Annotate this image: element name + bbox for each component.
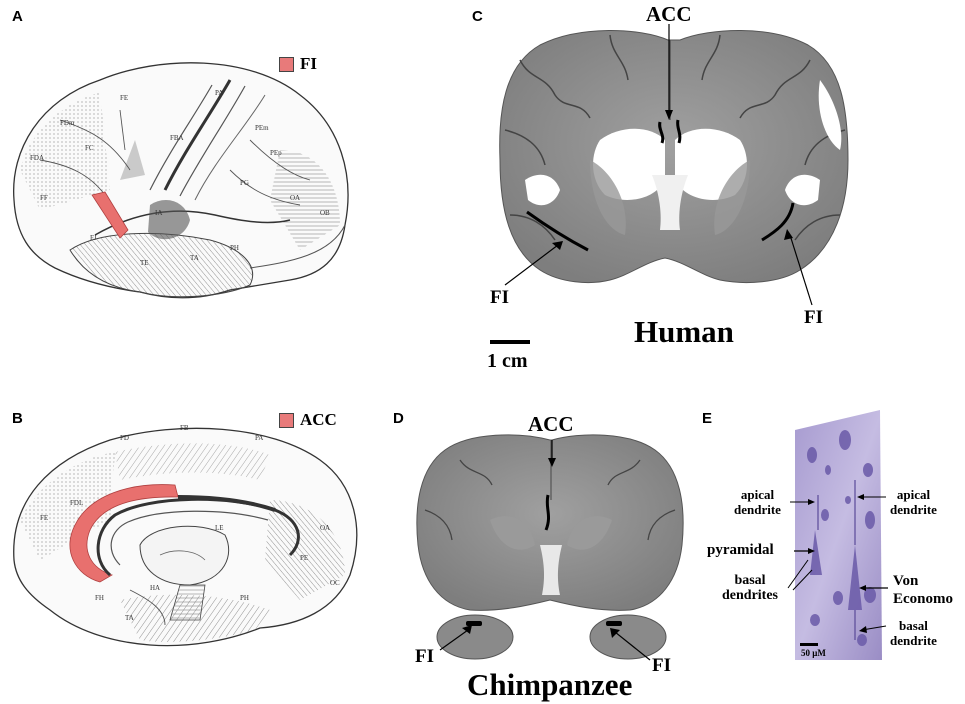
basal-dendrite-right-label: basal dendrite xyxy=(890,618,937,648)
svg-text:PG: PG xyxy=(240,179,249,187)
svg-text:LE: LE xyxy=(215,524,224,532)
panel-b-medial-brain-map: FD FB PA FE FDL LE HA PE PH OA OC FH TA xyxy=(13,424,358,647)
human-fi-right-label: FI xyxy=(804,307,823,328)
svg-text:PA: PA xyxy=(255,434,263,442)
acc-mark-chimp xyxy=(544,494,550,531)
pyramidal-label: pyramidal xyxy=(707,542,774,558)
human-acc-label: ACC xyxy=(646,2,692,26)
svg-text:FE: FE xyxy=(40,514,48,522)
chimp-fi-left-label: FI xyxy=(415,646,434,667)
basal-dendrites-label: basal dendrites xyxy=(722,573,778,603)
svg-text:FJ: FJ xyxy=(90,234,97,242)
panel-c-human-coronal-section xyxy=(490,24,849,344)
acc-mark-left-human xyxy=(658,121,665,144)
svg-text:TE: TE xyxy=(140,259,149,267)
legend-fi: FI xyxy=(279,54,317,74)
chimp-acc-label: ACC xyxy=(528,412,574,436)
svg-text:HA: HA xyxy=(150,584,160,592)
chimp-fi-right-label: FI xyxy=(652,655,671,676)
svg-text:TA: TA xyxy=(190,254,199,262)
svg-text:FDm: FDm xyxy=(60,119,75,127)
apical-dendrite-left-label: apical dendrite xyxy=(734,487,781,517)
svg-text:PEm: PEm xyxy=(255,124,269,132)
fi-mark-right-human xyxy=(761,202,795,242)
human-scale-label: 1 cm xyxy=(487,350,528,372)
svg-text:FC: FC xyxy=(85,144,94,152)
von-economo-label: Von Economo xyxy=(893,573,953,607)
panel-letter-a: A xyxy=(12,8,23,25)
svg-text:OA: OA xyxy=(290,194,300,202)
human-fi-left-label: FI xyxy=(490,287,509,308)
scale-bar-1cm xyxy=(490,340,530,344)
panel-letter-e: E xyxy=(702,410,713,427)
human-species-label: Human xyxy=(634,314,734,349)
acc-mark-right-human xyxy=(676,119,682,144)
svg-text:FE: FE xyxy=(120,94,128,102)
panel-e-nissl-neurons xyxy=(787,410,888,660)
panel-letter-c: C xyxy=(472,8,483,25)
legend-fi-swatch xyxy=(279,56,294,72)
legend-acc: ACC xyxy=(279,410,337,430)
apical-dendrite-right-label: apical dendrite xyxy=(890,487,937,517)
legend-acc-label: ACC xyxy=(300,410,337,429)
scale-bar-50um xyxy=(800,643,818,646)
svg-text:PE: PE xyxy=(300,554,308,562)
svg-text:OA: OA xyxy=(320,524,330,532)
svg-text:FD: FD xyxy=(120,434,129,442)
svg-text:IA: IA xyxy=(155,209,162,217)
svg-text:FH: FH xyxy=(95,594,104,602)
chimp-species-label: Chimpanzee xyxy=(467,667,633,702)
svg-text:OB: OB xyxy=(320,209,330,217)
svg-text:FBA: FBA xyxy=(170,134,184,142)
acc-region-highlight xyxy=(69,484,179,583)
fi-region-highlight xyxy=(91,191,129,239)
svg-text:FF: FF xyxy=(40,194,48,202)
panel-letter-d: D xyxy=(393,410,404,427)
svg-text:PA: PA xyxy=(215,89,223,97)
fi-mark-left-chimp xyxy=(466,621,482,626)
legend-acc-swatch xyxy=(279,412,294,428)
panel-d-chimp-coronal-section xyxy=(416,434,684,661)
fi-mark-right-chimp xyxy=(606,621,622,626)
panel-letter-b: B xyxy=(12,410,23,427)
legend-fi-label: FI xyxy=(300,54,317,73)
svg-text:FDA: FDA xyxy=(30,154,44,162)
svg-text:PEp: PEp xyxy=(270,149,282,157)
scale-50um-label: 50 μM xyxy=(801,648,826,658)
svg-text:PH: PH xyxy=(240,594,249,602)
svg-text:FB: FB xyxy=(180,424,189,432)
svg-text:OC: OC xyxy=(330,579,340,587)
svg-text:TA: TA xyxy=(125,614,134,622)
svg-text:PH: PH xyxy=(230,244,239,252)
svg-text:FDL: FDL xyxy=(70,499,83,507)
fi-mark-left-human xyxy=(526,210,589,252)
